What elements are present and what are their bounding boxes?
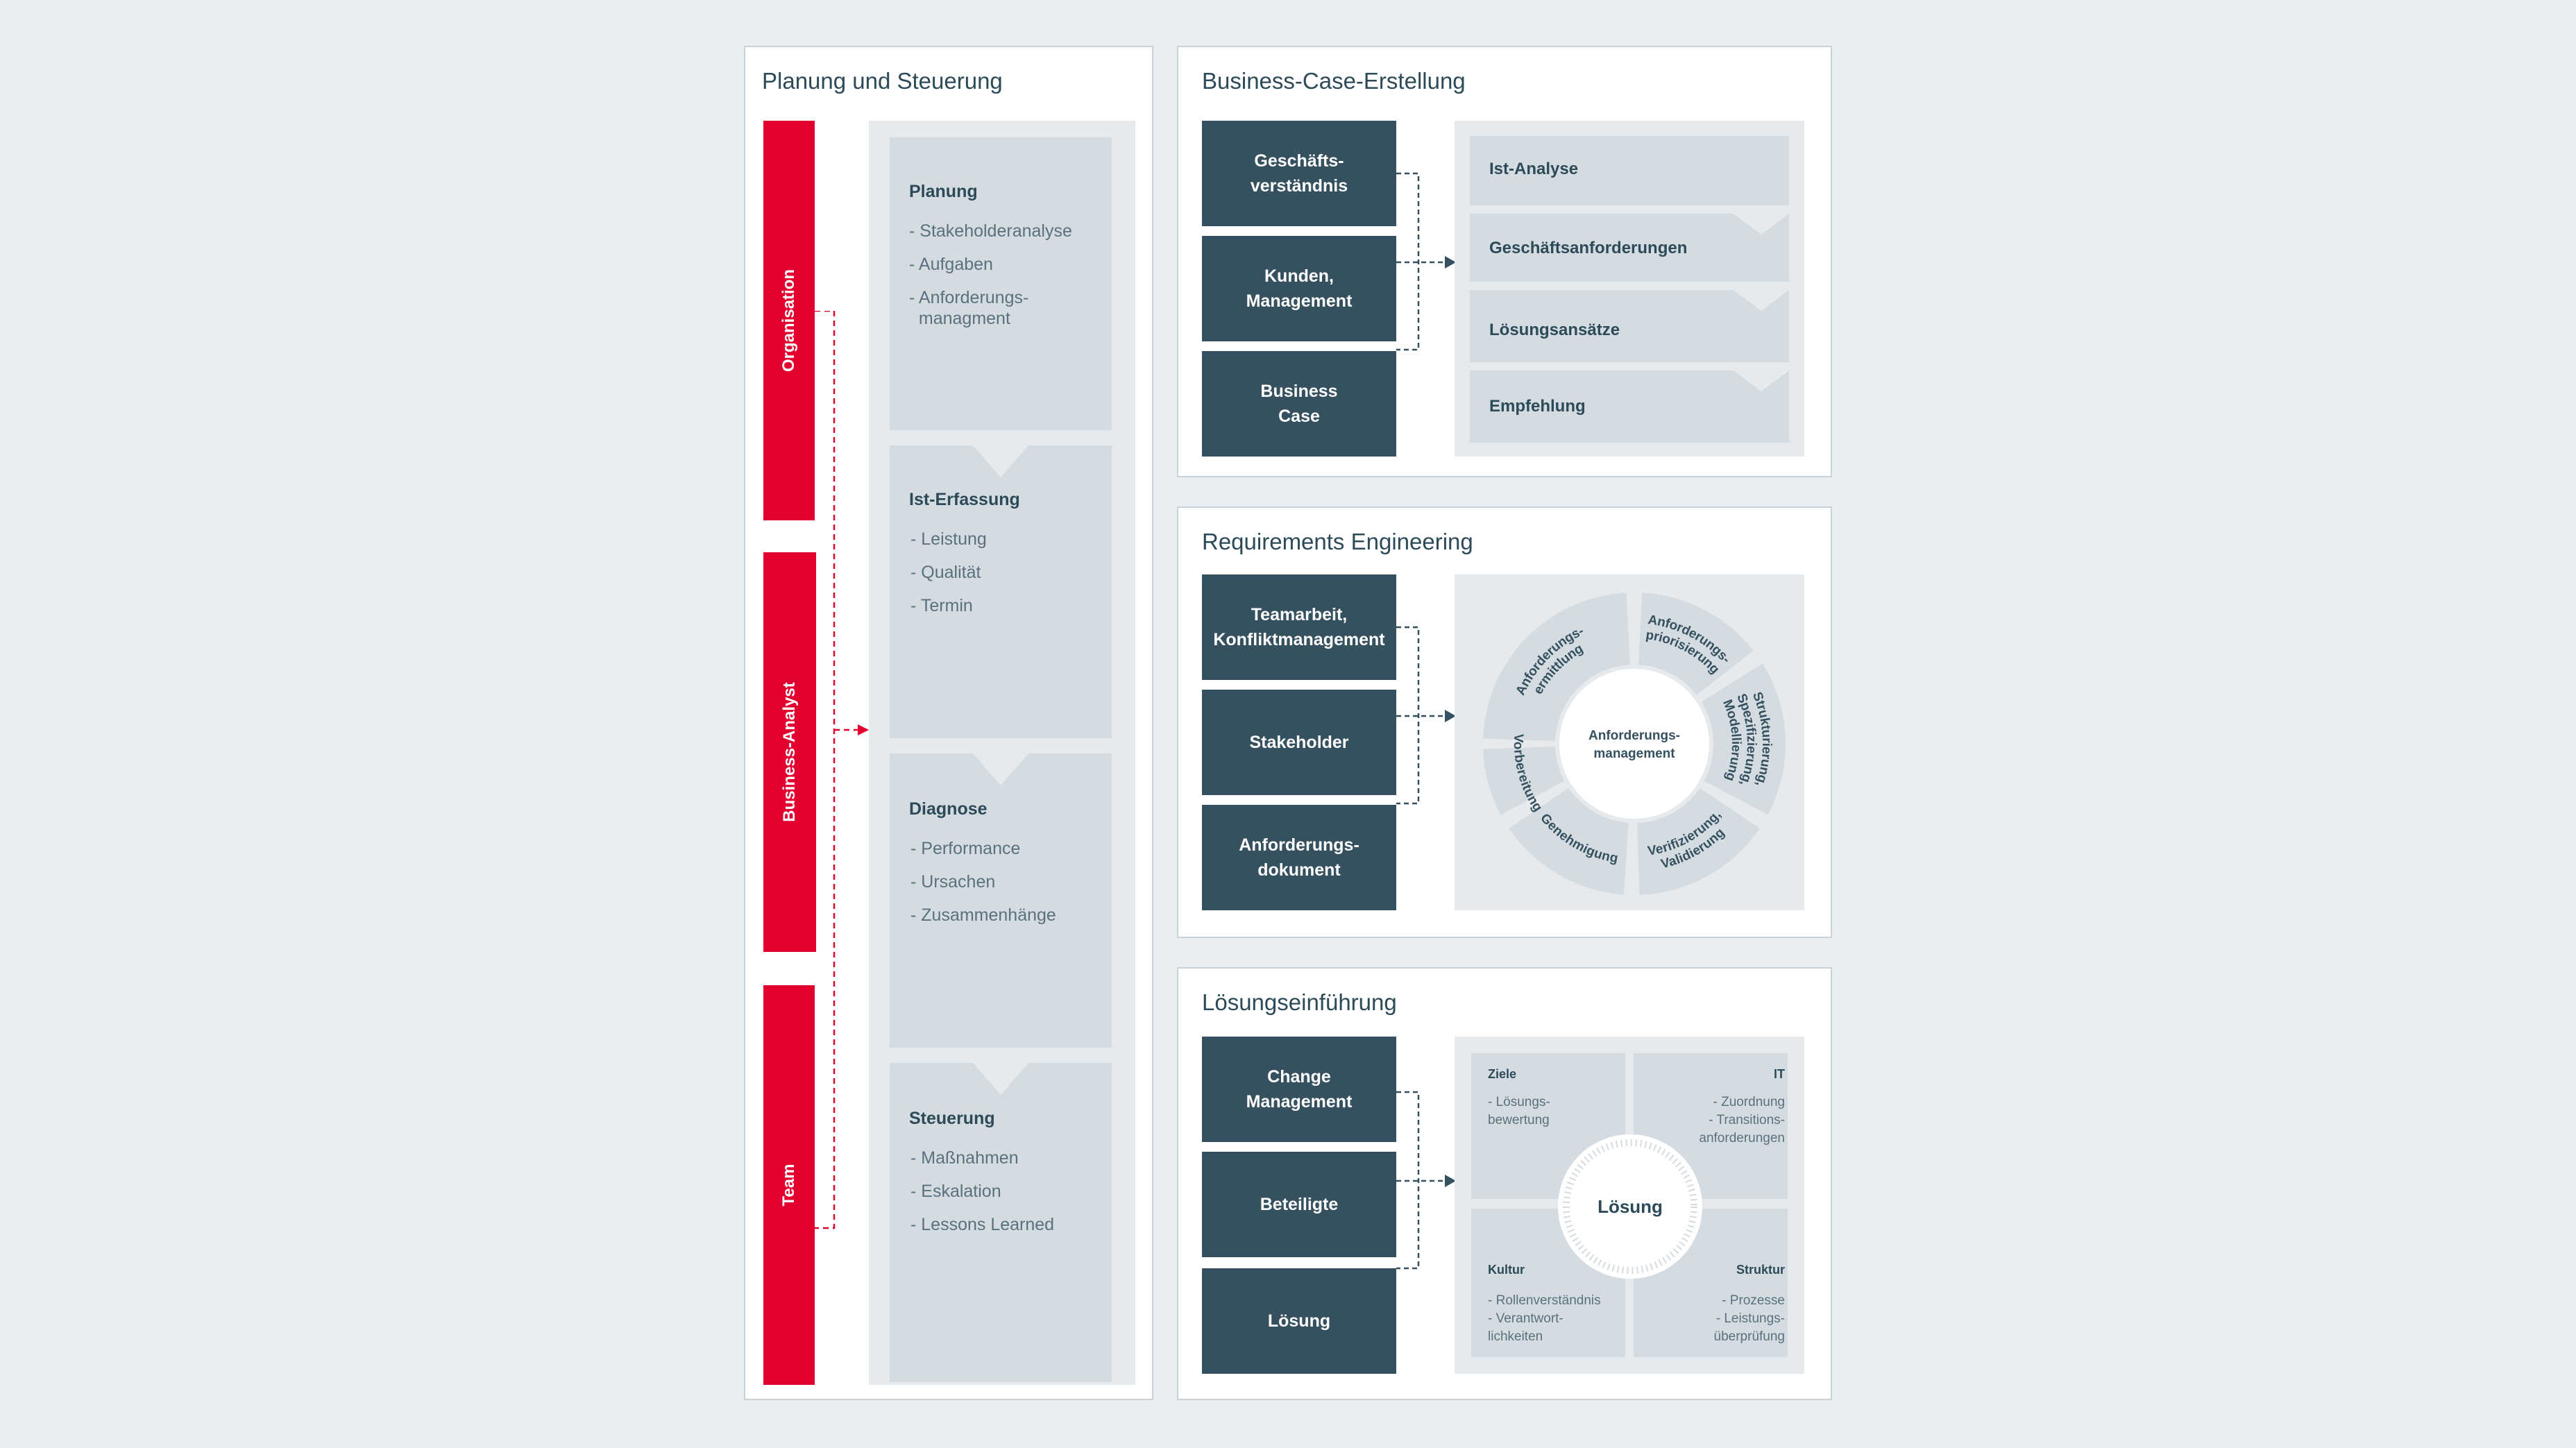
phase-item: - Eskalation [910,1182,1001,1201]
phase-item: - Ursachen [910,872,996,892]
input-box: Anforderungs- dokument [1202,805,1396,910]
input-box: Beteiligte [1202,1152,1396,1257]
business-case-title: Business-Case-Erstellung [1202,68,1466,94]
planning-panel: Planung und Steuerung Organisation Busin… [744,46,1153,1400]
phase-item: - Zusammenhänge [910,905,1056,925]
cycle-segment [1701,663,1786,815]
input-box: Geschäfts- verständnis [1202,121,1396,226]
requirements-cycle: Anforderungs-ermittlungAnforderungs-prio… [1483,593,1786,895]
phases-chevrons [890,137,1112,1382]
phase-title-diagnose: Diagnose [909,799,988,819]
phase-item: managment [909,309,1010,328]
input-connector [1396,1091,1456,1270]
solution-center-circle: Lösung [1558,1134,1702,1279]
phase-item: - Anforderungs- [909,288,1029,307]
input-box: Lösung [1202,1268,1396,1374]
quadrant-title: Ziele [1488,1067,1517,1081]
center-label-1: Anforderungs- [1588,729,1680,743]
phase-item: - Lessons Learned [910,1215,1055,1234]
business-case-panel: Business-Case-Erstellung Geschäfts- vers… [1177,46,1832,477]
quadrant-items: - Rollenverständnis - Verantwort- lichke… [1488,1293,1601,1344]
role-connector [815,311,869,1229]
solution-center-label: Lösung [1598,1196,1663,1217]
step-label: Lösungsansätze [1489,321,1620,339]
step-label: Geschäftsanforderungen [1489,239,1688,257]
input-box: Stakeholder [1202,690,1396,795]
quadrant-items: - Prozesse - Leistungs- überprüfung [1713,1293,1785,1344]
role-label: Business-Analyst [780,682,799,822]
solution-panel: Lösungseinführung Change Management Bete… [1177,967,1832,1400]
quadrant-items: - Zuordnung - Transitions- anforderungen [1699,1095,1785,1145]
solution-title: Lösungseinführung [1202,989,1397,1015]
role-label: Organisation [779,269,798,373]
role-bar-business-analyst: Business-Analyst [763,552,816,952]
cycle-segment [1483,746,1565,815]
cycle-segment [1483,593,1631,742]
requirements-panel: Requirements Engineering Teamarbeit, Kon… [1177,506,1832,938]
input-box: Business Case [1202,351,1396,457]
phase-item: - Leistung [910,529,987,549]
role-bar-organisation: Organisation [763,121,815,520]
cycle-segment [1636,787,1760,895]
quadrant-title: IT [1774,1067,1785,1081]
input-box: Teamarbeit, Konfliktmanagement [1202,574,1396,680]
quadrant-title: Struktur [1736,1263,1785,1277]
cycle-segment [1509,787,1629,895]
phase-item: - Qualität [910,563,981,582]
steps-stack [1470,136,1789,443]
requirements-title: Requirements Engineering [1202,529,1473,554]
cycle-segment [1638,593,1754,695]
role-label: Team [779,1164,798,1207]
input-box: Change Management [1202,1037,1396,1142]
input-connector [1396,626,1456,805]
phase-item: - Stakeholderanalyse [909,221,1072,241]
center-label-2: management [1593,747,1675,761]
input-connector [1396,172,1456,351]
phase-title-planung: Planung [909,182,978,201]
phase-item: - Termin [910,596,973,615]
step-label: Empfehlung [1489,397,1586,416]
input-box: Kunden, Management [1202,236,1396,341]
phase-item: - Performance [910,839,1021,858]
planning-panel-title: Planung und Steuerung [762,68,1003,94]
quadrant-title: Kultur [1488,1263,1525,1277]
step-label: Ist-Analyse [1489,160,1579,178]
phase-item: - Aufgaben [909,255,993,274]
phase-title-steuerung: Steuerung [909,1109,995,1128]
role-bar-team: Team [763,985,815,1385]
phase-title-ist-erfassung: Ist-Erfassung [909,490,1020,509]
phase-item: - Maßnahmen [910,1148,1019,1168]
quadrant-items: - Lösungs- bewertung [1488,1095,1550,1127]
